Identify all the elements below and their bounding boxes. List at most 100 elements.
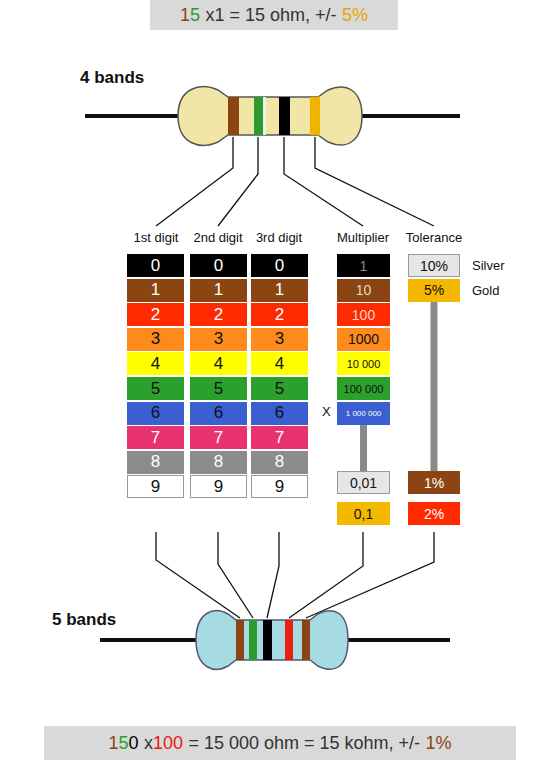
cell-value: 10% xyxy=(420,258,448,274)
digit-cell: 4 xyxy=(251,352,308,375)
leader-line xyxy=(156,137,434,226)
digit-cell: 5 xyxy=(251,377,308,400)
digit-cell: 4 xyxy=(127,352,184,375)
digit-cell: 0 xyxy=(190,254,247,277)
digit-cell: 5 xyxy=(127,377,184,400)
tolerance-cell: 2% xyxy=(408,502,460,525)
multiplier-cell: 10 xyxy=(337,279,390,302)
cell-value: 6 xyxy=(214,403,223,423)
digit-cell: 2 xyxy=(127,303,184,326)
cell-value: 0,01 xyxy=(350,475,377,491)
digit-cell: 1 xyxy=(251,279,308,302)
digit-cell: 8 xyxy=(190,451,247,474)
resistor-symbol xyxy=(85,80,460,152)
cell-value: 7 xyxy=(214,428,223,448)
cell-value: 2% xyxy=(424,506,444,522)
digit-cell: 2 xyxy=(190,303,247,326)
multiplier-cell: 1000 xyxy=(337,328,390,351)
color-name: Gold xyxy=(472,283,499,298)
multiplier-cell: 1 000 000 xyxy=(337,402,390,425)
column-header: Multiplier xyxy=(337,230,389,245)
digit-cell: 4 xyxy=(190,352,247,375)
cell-value: 8 xyxy=(214,452,223,472)
cell-value: 8 xyxy=(151,452,160,472)
cell-value: 0,1 xyxy=(354,506,373,522)
tolerance-cell: 5% xyxy=(408,279,460,302)
cell-value: 100 000 xyxy=(344,383,384,395)
cell-value: 3 xyxy=(151,329,160,349)
formula-part: 5 xyxy=(119,733,129,754)
formula-part: 5 xyxy=(190,5,200,26)
cell-value: 5 xyxy=(151,379,160,399)
column-header: 3rd digit xyxy=(256,230,302,245)
multiplier-cell: 100 xyxy=(337,303,390,326)
cell-value: 1 xyxy=(151,280,160,300)
cell-value: 6 xyxy=(275,403,284,423)
digit-cell: 9 xyxy=(190,475,247,498)
formula-part: x xyxy=(144,733,153,754)
band-count-label: 5 bands xyxy=(52,610,116,630)
range-bar xyxy=(434,302,435,471)
resistor-symbol xyxy=(100,600,450,680)
cell-value: 7 xyxy=(151,428,160,448)
cell-value: 4 xyxy=(275,354,284,374)
cell-value: 2 xyxy=(275,305,284,325)
cell-value: 0 xyxy=(275,256,284,276)
cell-value: 2 xyxy=(151,305,160,325)
formula-part: = 15 000 ohm = 15 kohm, +/- xyxy=(188,733,420,754)
digit-cell: 7 xyxy=(127,426,184,449)
cell-value: 9 xyxy=(275,477,284,497)
digit-cell: 9 xyxy=(127,475,184,498)
cell-value: 0 xyxy=(151,256,160,276)
leader-line xyxy=(156,532,434,618)
cell-value: 1000 xyxy=(348,331,379,347)
cell-value: 1 xyxy=(360,258,368,274)
digit-cell: 6 xyxy=(127,402,184,425)
band-count-label: 4 bands xyxy=(80,68,144,88)
digit-cell: 0 xyxy=(251,254,308,277)
formula-banner: 15x1 = 15 ohm, +/- 5% xyxy=(150,0,398,30)
multiplier-cell: 10 000 xyxy=(337,352,390,375)
digit-cell: 1 xyxy=(127,279,184,302)
digit-cell: 3 xyxy=(127,328,184,351)
formula-part: 1 xyxy=(109,733,119,754)
formula-part: 1 xyxy=(180,5,190,26)
column-header: Tolerance xyxy=(406,230,462,245)
cell-value: 8 xyxy=(275,452,284,472)
multiplier-cell: 0,01 xyxy=(337,471,390,494)
formula-part: 5% xyxy=(342,5,368,26)
cell-value: 5 xyxy=(214,379,223,399)
cell-value: 0 xyxy=(214,256,223,276)
cell-value: 2 xyxy=(214,305,223,325)
cell-value: 10 xyxy=(356,282,372,298)
tolerance-cell: 10% xyxy=(408,254,460,277)
cell-value: 1 000 000 xyxy=(346,409,382,418)
cell-value: 7 xyxy=(275,428,284,448)
column-header: 2nd digit xyxy=(193,230,242,245)
digit-cell: 7 xyxy=(190,426,247,449)
formula-part: 100 xyxy=(153,733,183,754)
digit-cell: 3 xyxy=(251,328,308,351)
digit-cell: 8 xyxy=(127,451,184,474)
cell-value: 5 xyxy=(275,379,284,399)
formula-part: 1% xyxy=(425,733,451,754)
cell-value: 9 xyxy=(151,477,160,497)
range-bar xyxy=(363,425,364,471)
formula-part: x1 = 15 ohm, +/- xyxy=(205,5,336,26)
digit-cell: 2 xyxy=(251,303,308,326)
column-header: 1st digit xyxy=(134,230,179,245)
multiplier-cell: 0,1 xyxy=(337,502,390,525)
tolerance-cell: 1% xyxy=(408,471,460,494)
multiply-sign: X xyxy=(322,404,331,419)
cell-value: 6 xyxy=(151,403,160,423)
cell-value: 10 000 xyxy=(347,358,381,370)
cell-value: 100 xyxy=(352,307,375,323)
digit-cell: 6 xyxy=(251,402,308,425)
digit-cell: 3 xyxy=(190,328,247,351)
multiplier-cell: 100 000 xyxy=(337,377,390,400)
digit-cell: 6 xyxy=(190,402,247,425)
digit-cell: 5 xyxy=(190,377,247,400)
cell-value: 4 xyxy=(151,354,160,374)
cell-value: 5% xyxy=(424,282,444,298)
digit-cell: 8 xyxy=(251,451,308,474)
